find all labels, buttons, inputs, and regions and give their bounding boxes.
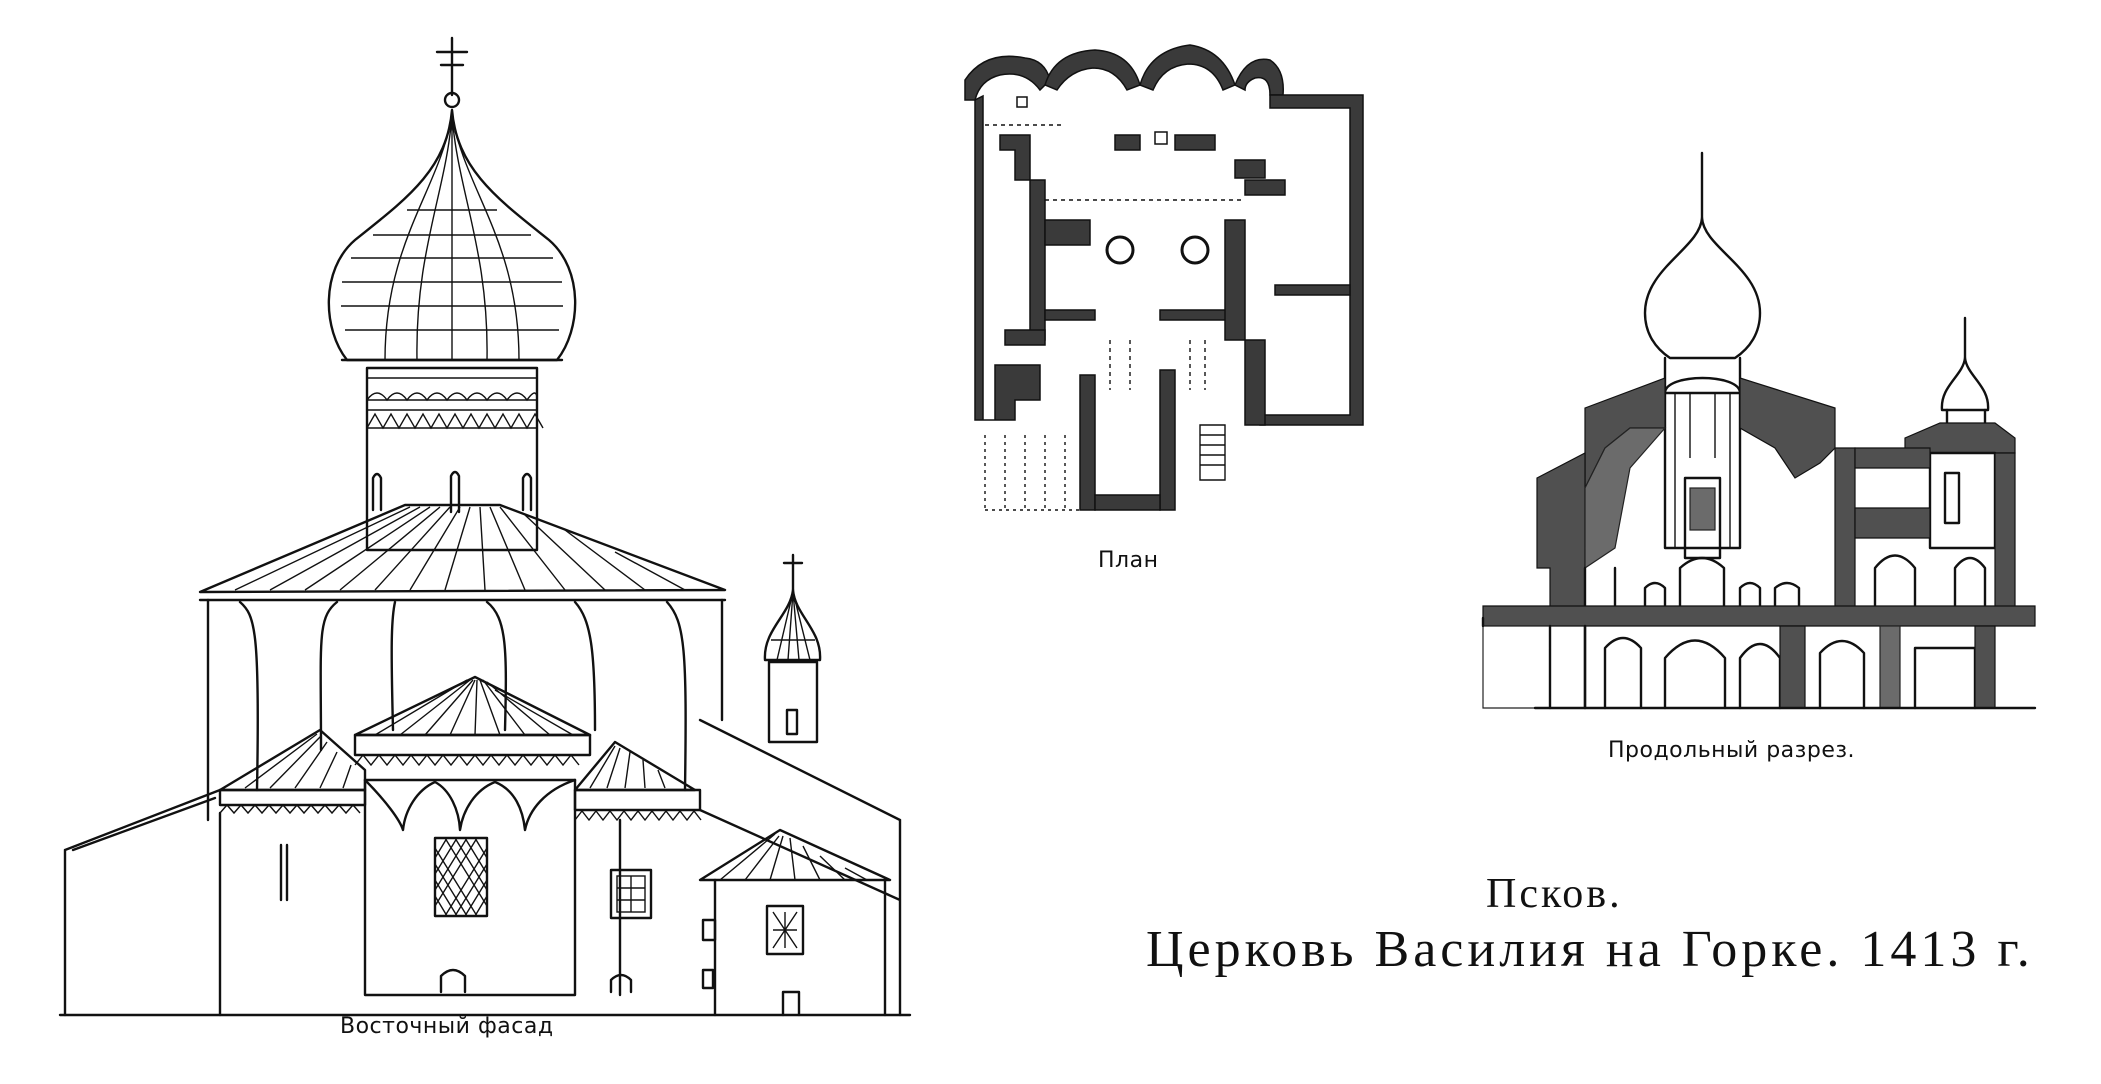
plan-caption: План [1098, 548, 1159, 573]
section-main-dome [1643, 151, 1762, 550]
left-annex [63, 788, 222, 1017]
side-onion-dome [763, 553, 822, 744]
floor-plan-drawing [964, 44, 1364, 511]
longitudinal-section-drawing [1481, 151, 2037, 710]
right-annex [698, 718, 902, 1017]
church-title: Церковь Василия на Горке. 1413 г. [1146, 921, 2034, 978]
dome-drum [365, 366, 544, 552]
east-facade-caption: Восточный фасад [340, 1014, 554, 1039]
left-apse [218, 728, 367, 1017]
city-title: Псков. [1486, 871, 1623, 917]
main-cube [206, 598, 724, 822]
central-apse [353, 675, 592, 997]
east-facade-drawing [58, 36, 912, 1017]
dome-cross-icon [435, 36, 469, 109]
right-apse [573, 740, 702, 997]
section-caption: Продольный разрез. [1608, 738, 1856, 763]
main-onion-dome [327, 108, 577, 362]
main-roof [198, 503, 727, 602]
